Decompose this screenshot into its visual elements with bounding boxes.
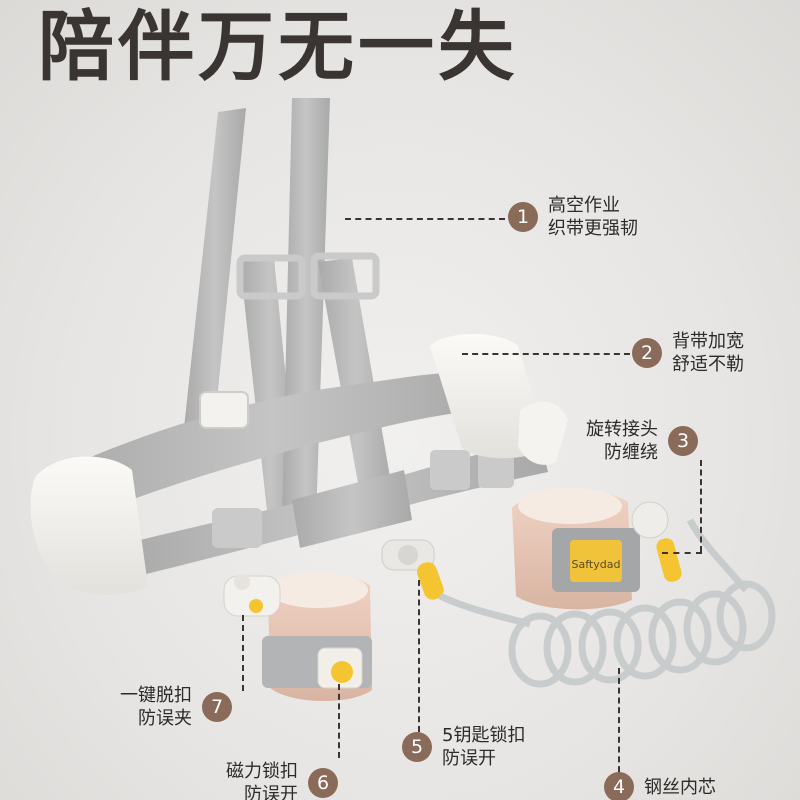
callout-label: 钢丝内芯 <box>644 776 716 799</box>
callout-label: 背带加宽 舒适不勒 <box>672 330 744 376</box>
leader-line-5 <box>418 580 420 732</box>
callout-line-2: 防缠绕 <box>604 442 658 463</box>
callout-number: 4 <box>604 772 634 800</box>
callout-line-2: 舒适不勒 <box>672 354 744 375</box>
waist-pad-left <box>30 456 149 596</box>
callout-label: 磁力锁扣 防误开 <box>226 760 298 800</box>
leader-line-6 <box>338 684 340 758</box>
chest-strap <box>292 470 412 548</box>
callout-number: 6 <box>308 768 338 798</box>
waist-belt-back <box>60 372 486 520</box>
callout-5: 5 5钥匙锁扣 防误开 <box>402 724 525 770</box>
callout-3: 旋转接头 防缠绕 3 <box>586 418 698 464</box>
callout-1: 1 高空作业 织带更强韧 <box>508 194 638 240</box>
callout-2: 2 背带加宽 舒适不勒 <box>632 330 744 376</box>
callout-label: 高空作业 织带更强韧 <box>548 194 638 240</box>
callout-label: 旋转接头 防缠绕 <box>586 418 658 464</box>
callout-line-1: 旋转接头 <box>586 419 658 440</box>
callout-line-1: 高空作业 <box>548 195 620 216</box>
callout-line-1: 钢丝内芯 <box>644 776 716 798</box>
callout-label: 5钥匙锁扣 防误开 <box>442 724 525 770</box>
callout-line-1: 5钥匙锁扣 <box>442 725 526 746</box>
release-buckle-back <box>199 391 249 429</box>
callout-6: 磁力锁扣 防误开 6 <box>226 760 338 800</box>
leader-line-1 <box>345 218 505 220</box>
leader-line-7 <box>242 615 244 691</box>
page-title: 陪伴万无一失 <box>38 2 518 91</box>
callout-number: 2 <box>632 338 662 368</box>
callout-number: 1 <box>508 202 538 232</box>
callout-line-1: 磁力锁扣 <box>226 761 298 782</box>
wrist-cuff-left <box>262 572 372 702</box>
leader-line-2 <box>462 353 630 355</box>
callout-line-2: 防误开 <box>244 784 298 800</box>
back-pad-right <box>430 334 568 465</box>
release-buckle-front <box>212 508 262 548</box>
wrist-cuff-right <box>512 488 682 610</box>
strap-adjuster-left <box>236 254 306 300</box>
callout-label: 一键脱扣 防误夹 <box>120 684 192 730</box>
callout-number: 3 <box>668 426 698 456</box>
leader-line-4 <box>618 668 620 782</box>
callout-line-2: 防误开 <box>442 748 496 769</box>
leader-line-3b <box>662 552 702 554</box>
callout-number: 5 <box>402 732 432 762</box>
callout-line-2: 防误夹 <box>138 708 192 729</box>
callout-line-1: 一键脱扣 <box>120 685 192 706</box>
callout-line-2: 织带更强韧 <box>548 218 638 239</box>
strap-adjuster-right <box>310 252 380 300</box>
shoulder-strap-right <box>282 98 394 520</box>
swivel-connector <box>381 539 444 600</box>
callout-number: 7 <box>202 692 232 722</box>
leader-line-3 <box>700 460 702 552</box>
callout-7: 一键脱扣 防误夹 7 <box>120 684 232 730</box>
coiled-leash <box>438 518 776 688</box>
quick-release-clip <box>223 574 281 617</box>
brand-logo: Saftydad <box>572 558 621 571</box>
callout-line-1: 背带加宽 <box>672 331 744 352</box>
belt-adjuster-front <box>430 450 470 490</box>
callout-4: 4 钢丝内芯 <box>604 772 716 800</box>
